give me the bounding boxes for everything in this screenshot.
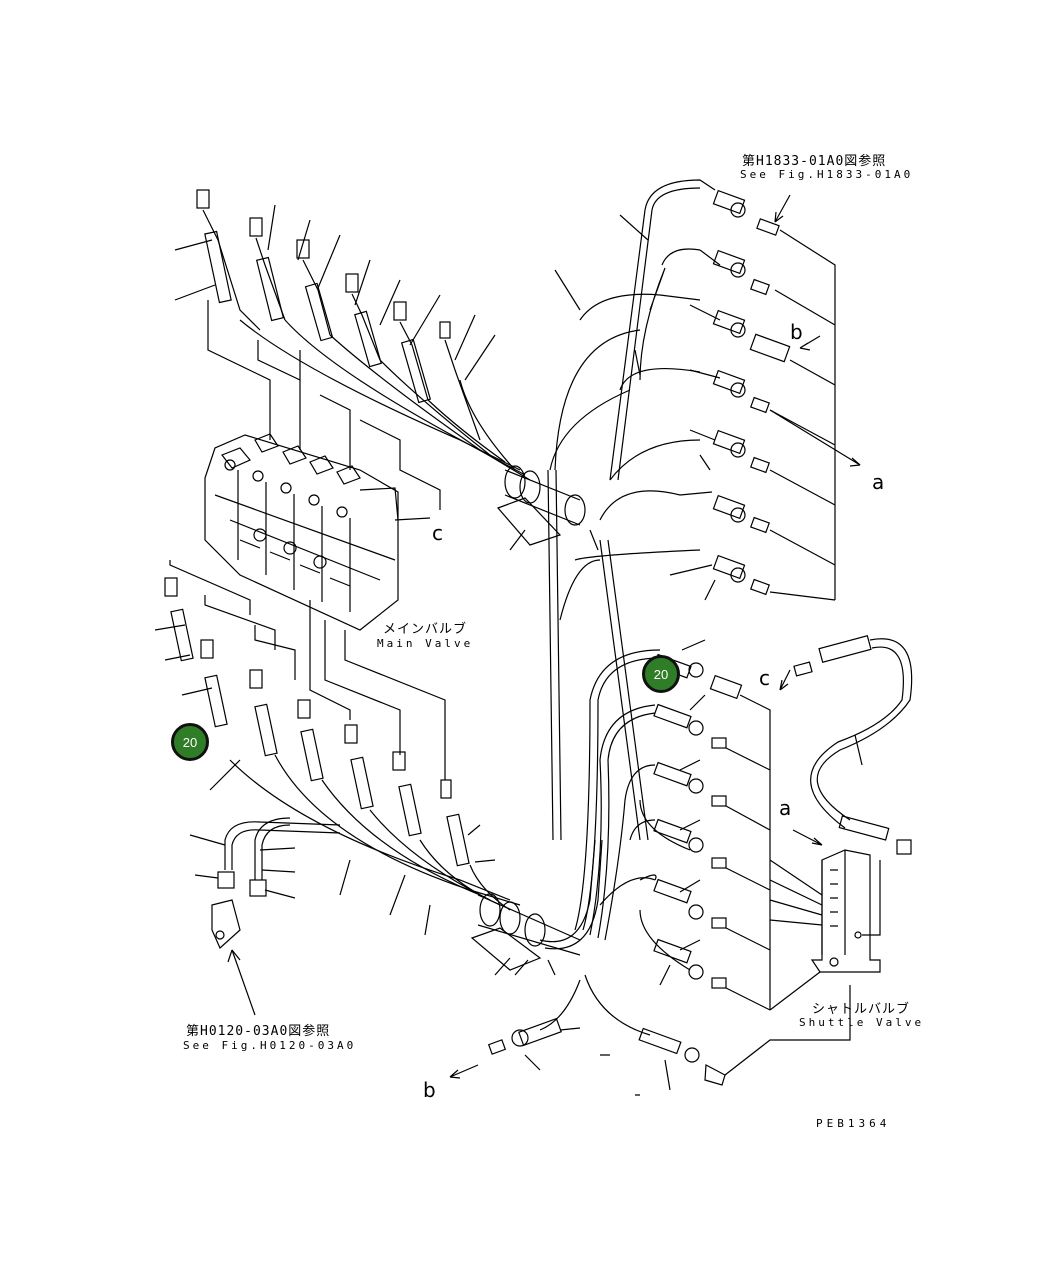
reference-bottom-en: See Fig.H0120-03A0 bbox=[183, 1039, 357, 1052]
port-a-shuttle-label: a bbox=[779, 796, 792, 820]
shuttle-valve-label-en: Shuttle Valve bbox=[799, 1016, 925, 1029]
lower-right-hoses bbox=[574, 639, 791, 1011]
lower-left-pipe bbox=[189, 817, 341, 1016]
port-b-bottom-label: b bbox=[423, 1078, 436, 1102]
upper-right-hoses bbox=[547, 179, 861, 841]
drawing-code: PEB1364 bbox=[816, 1117, 891, 1130]
port-a-label: a bbox=[872, 470, 885, 494]
lower-clamp bbox=[470, 839, 603, 976]
shuttle-valve-label-jp: シャトルバルブ bbox=[812, 1002, 911, 1017]
port-c-right-label: c bbox=[759, 666, 770, 690]
main-valve-label-jp: メインバルブ bbox=[383, 622, 468, 637]
shuttle-valve-body bbox=[769, 829, 881, 1011]
port-b-label: b bbox=[790, 320, 803, 344]
main-valve-body bbox=[204, 433, 431, 631]
part-callout-20-lower[interactable]: 20 bbox=[171, 723, 209, 761]
reference-top-jp: 第H1833-01A0図参照 bbox=[742, 154, 887, 169]
lower-left-hoses bbox=[154, 560, 521, 936]
upper-clamp bbox=[496, 465, 599, 551]
reference-top-en: See Fig.H1833-01A0 bbox=[740, 168, 914, 181]
upper-left-hoses bbox=[174, 189, 531, 510]
main-valve-label-en: Main Valve bbox=[377, 637, 474, 650]
bottom-fittings bbox=[449, 974, 851, 1096]
loop-hose bbox=[793, 635, 913, 855]
port-c-label: c bbox=[432, 521, 443, 545]
part-callout-20[interactable]: 20 bbox=[642, 655, 680, 693]
reference-bottom-jp: 第H0120-03A0図参照 bbox=[186, 1024, 331, 1039]
